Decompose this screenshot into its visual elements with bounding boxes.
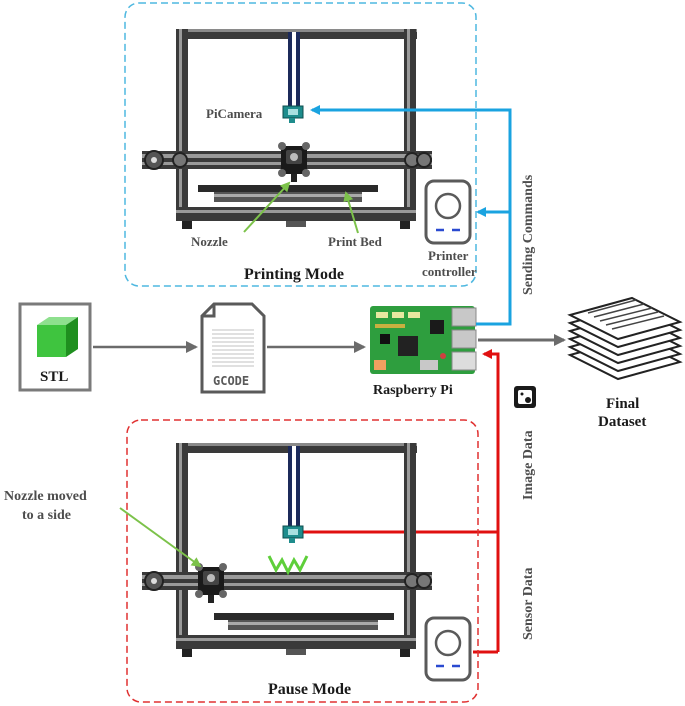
pause-mode-border xyxy=(126,419,479,703)
printer-controller-label-1: Printer xyxy=(428,248,469,263)
printer-controller-icon xyxy=(424,179,472,245)
sending-commands-connector xyxy=(310,105,512,326)
stacked-papers-icon xyxy=(567,296,683,381)
sensor-data-label: Sensor Data xyxy=(521,568,536,640)
printing-mode-border xyxy=(124,2,477,287)
sensor-icon xyxy=(514,386,536,408)
nozzle-label: Nozzle xyxy=(191,234,228,249)
gcode-label: GCODE xyxy=(213,374,249,388)
stl-node: STL xyxy=(18,302,92,392)
printer-controller-label-2: controller xyxy=(422,264,477,279)
final-dataset-label-1: Final xyxy=(606,396,639,412)
printer-frame-printing xyxy=(142,29,432,229)
print-bed-pointer xyxy=(343,191,359,234)
camera-cable-printing xyxy=(288,32,300,107)
stl-label: STL xyxy=(40,369,68,385)
raspberry-pi-label: Raspberry Pi xyxy=(373,383,453,398)
printing-mode-section: PiCamera Nozzle Print Bed Printer contro… xyxy=(124,2,477,287)
nozzle-moved-pointer xyxy=(119,507,202,568)
picamera-label: PiCamera xyxy=(206,106,263,121)
printing-mode-title: Printing Mode xyxy=(244,266,344,283)
document-icon xyxy=(200,302,266,394)
camera-flash-icon xyxy=(267,555,309,576)
pause-mode-title: Pause Mode xyxy=(268,681,351,698)
sending-commands-label: Sending Commands xyxy=(521,174,536,295)
print-bed-label: Print Bed xyxy=(328,234,383,249)
pause-mode-section: Nozzle moved to a side Pause Mode xyxy=(4,419,479,703)
raspberry-pi-board-icon xyxy=(370,306,477,374)
nozzle-pointer xyxy=(243,181,291,233)
image-data-label: Image Data xyxy=(521,430,536,500)
camera-icon xyxy=(282,525,304,543)
image-sensor-data-connector xyxy=(303,349,500,654)
controller-icon xyxy=(424,616,472,682)
nozzle-moved-label-2: to a side xyxy=(22,508,71,523)
camera-icon xyxy=(282,105,304,123)
nozzle-moved-label-1: Nozzle moved xyxy=(4,489,87,504)
cube-icon xyxy=(37,317,78,357)
printer-frame-pause xyxy=(142,443,432,657)
camera-cable-pause xyxy=(288,446,300,528)
final-dataset-label-2: Dataset xyxy=(598,414,646,430)
